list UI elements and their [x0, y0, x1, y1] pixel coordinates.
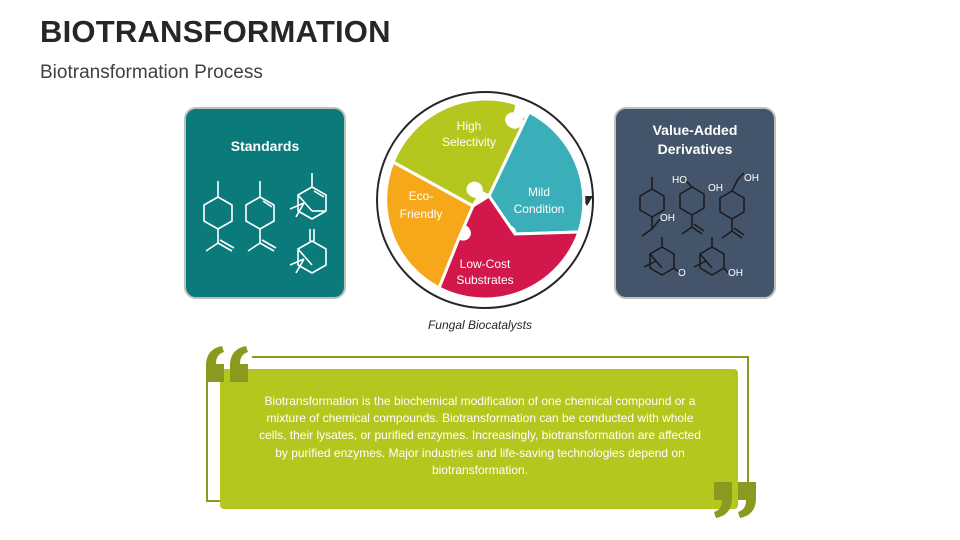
- atom-label-oh-1: OH: [708, 183, 723, 194]
- molecule-derivative-b: [679, 180, 705, 235]
- quote-box: [220, 369, 738, 509]
- atom-label-oh-4: OH: [728, 268, 743, 279]
- piece-label-selectivity: Selectivity: [442, 135, 496, 149]
- piece-label-friendly: Friendly: [400, 207, 443, 221]
- puzzle-diagram: High Selectivity Mild Condition Low-Cost…: [365, 88, 605, 320]
- derivatives-title: Value-Added Derivatives: [616, 121, 774, 159]
- quote-text: Biotransformation is the biochemical mod…: [259, 394, 701, 477]
- derivatives-molecules-graphic: [639, 172, 745, 276]
- puzzle-caption: Fungal Biocatalysts: [427, 318, 533, 332]
- open-quote-icon: [206, 346, 248, 382]
- close-quote-icon: [714, 482, 756, 518]
- molecule-beta-pinene: [289, 229, 327, 274]
- atom-label-o: O: [678, 268, 686, 279]
- molecule-limonene-a: [203, 181, 235, 252]
- page-subtitle: Biotransformation Process: [40, 62, 263, 83]
- molecule-pinene: [289, 173, 327, 220]
- molecule-derivative-e: [693, 237, 729, 276]
- piece-label-low-cost: Low-Cost: [460, 257, 511, 271]
- atom-label-oh-2: OH: [744, 173, 759, 184]
- piece-label-substrates: Substrates: [456, 273, 513, 287]
- page-title: BIOTRANSFORMATION: [40, 14, 391, 49]
- atom-label-oh-3: OH: [660, 213, 675, 224]
- puzzle-piece-eco-friendly: [384, 159, 475, 291]
- derivatives-title-line1: Value-Added: [652, 122, 738, 138]
- piece-label-high: High: [457, 119, 482, 133]
- cycle-ring: [376, 91, 594, 309]
- derivatives-title-line2: Derivatives: [657, 141, 733, 157]
- piece-label-condition: Condition: [514, 202, 565, 216]
- atom-label-ho-1: HO: [672, 175, 687, 186]
- molecule-derivative-d: [643, 237, 681, 276]
- molecule-derivative-a: [639, 177, 665, 237]
- standards-title: Standards: [230, 138, 300, 154]
- standards-molecules-graphic: [203, 173, 327, 274]
- molecule-limonene-b: [245, 181, 277, 252]
- piece-label-eco: Eco-: [409, 189, 434, 203]
- standards-panel: Standards: [184, 107, 346, 299]
- molecule-derivative-c: [719, 172, 745, 239]
- puzzle-circle-graphic: High Selectivity Mild Condition Low-Cost…: [376, 91, 594, 309]
- derivatives-panel: Value-Added Derivatives: [614, 107, 776, 299]
- piece-label-mild: Mild: [528, 185, 550, 199]
